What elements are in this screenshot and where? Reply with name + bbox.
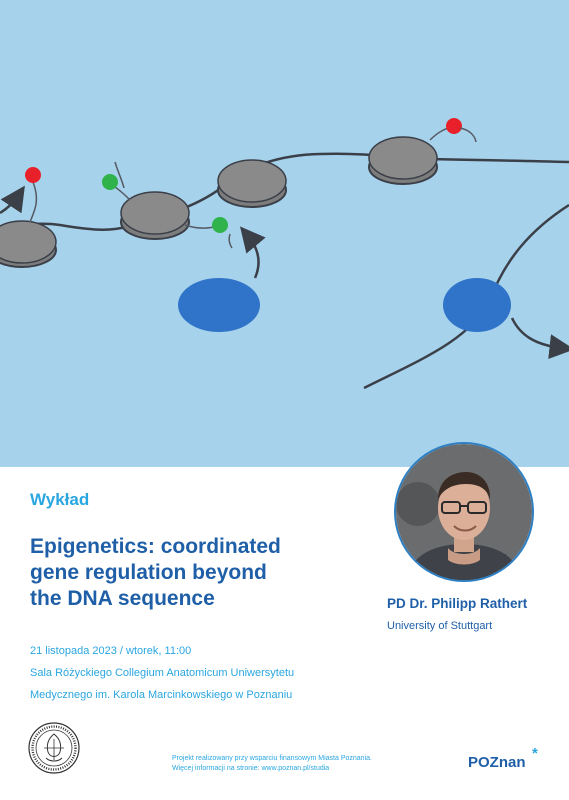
event-date: 21 listopada 2023 / wtorek, 11:00: [30, 645, 192, 657]
title-line: the DNA sequence: [30, 587, 215, 610]
chromatin-illustration: [0, 118, 569, 390]
title-line: Epigenetics: coordinated: [30, 535, 281, 558]
lecture-title: Epigenetics: coordinated gene regulation…: [30, 534, 370, 612]
website-line: Więcej informacji na stronie: www.poznan…: [172, 765, 330, 772]
enzyme: [178, 278, 260, 332]
speaker-name: PD Dr. Philipp Rathert: [387, 596, 528, 611]
university-seal-icon: [28, 722, 80, 774]
enzyme: [443, 278, 511, 332]
nucleosome: [120, 191, 190, 240]
funding-note: Projekt realizowany przy wsparciu finans…: [172, 754, 372, 774]
speaker-portrait: [394, 442, 534, 582]
methyl-mark: [446, 118, 462, 134]
event-details: 21 listopada 2023 / wtorek, 11:00 Sala R…: [30, 640, 294, 706]
title-line: gene regulation beyond: [30, 561, 267, 584]
event-type-label: Wykład: [30, 490, 90, 509]
event-venue-line: Sala Różyckiego Collegium Anatomicum Uni…: [30, 667, 295, 679]
logo-text: POZnan: [468, 754, 526, 771]
hero-illustration: [0, 0, 569, 467]
event-venue-line: Medycznego im. Karola Marcinkowskiego w …: [30, 689, 293, 701]
acetyl-mark: [102, 174, 118, 190]
logo-star: *: [532, 745, 538, 762]
speaker-affiliation: University of Stuttgart: [387, 620, 493, 632]
nucleosome: [368, 136, 438, 185]
funding-line: Projekt realizowany przy wsparciu finans…: [172, 755, 372, 762]
methyl-mark: [25, 167, 41, 183]
acetyl-mark: [212, 217, 228, 233]
nucleosome: [217, 159, 287, 208]
speaker-photo: [396, 444, 532, 580]
nucleosome: [0, 220, 57, 268]
poznan-city-logo: POZnan *: [468, 745, 538, 771]
